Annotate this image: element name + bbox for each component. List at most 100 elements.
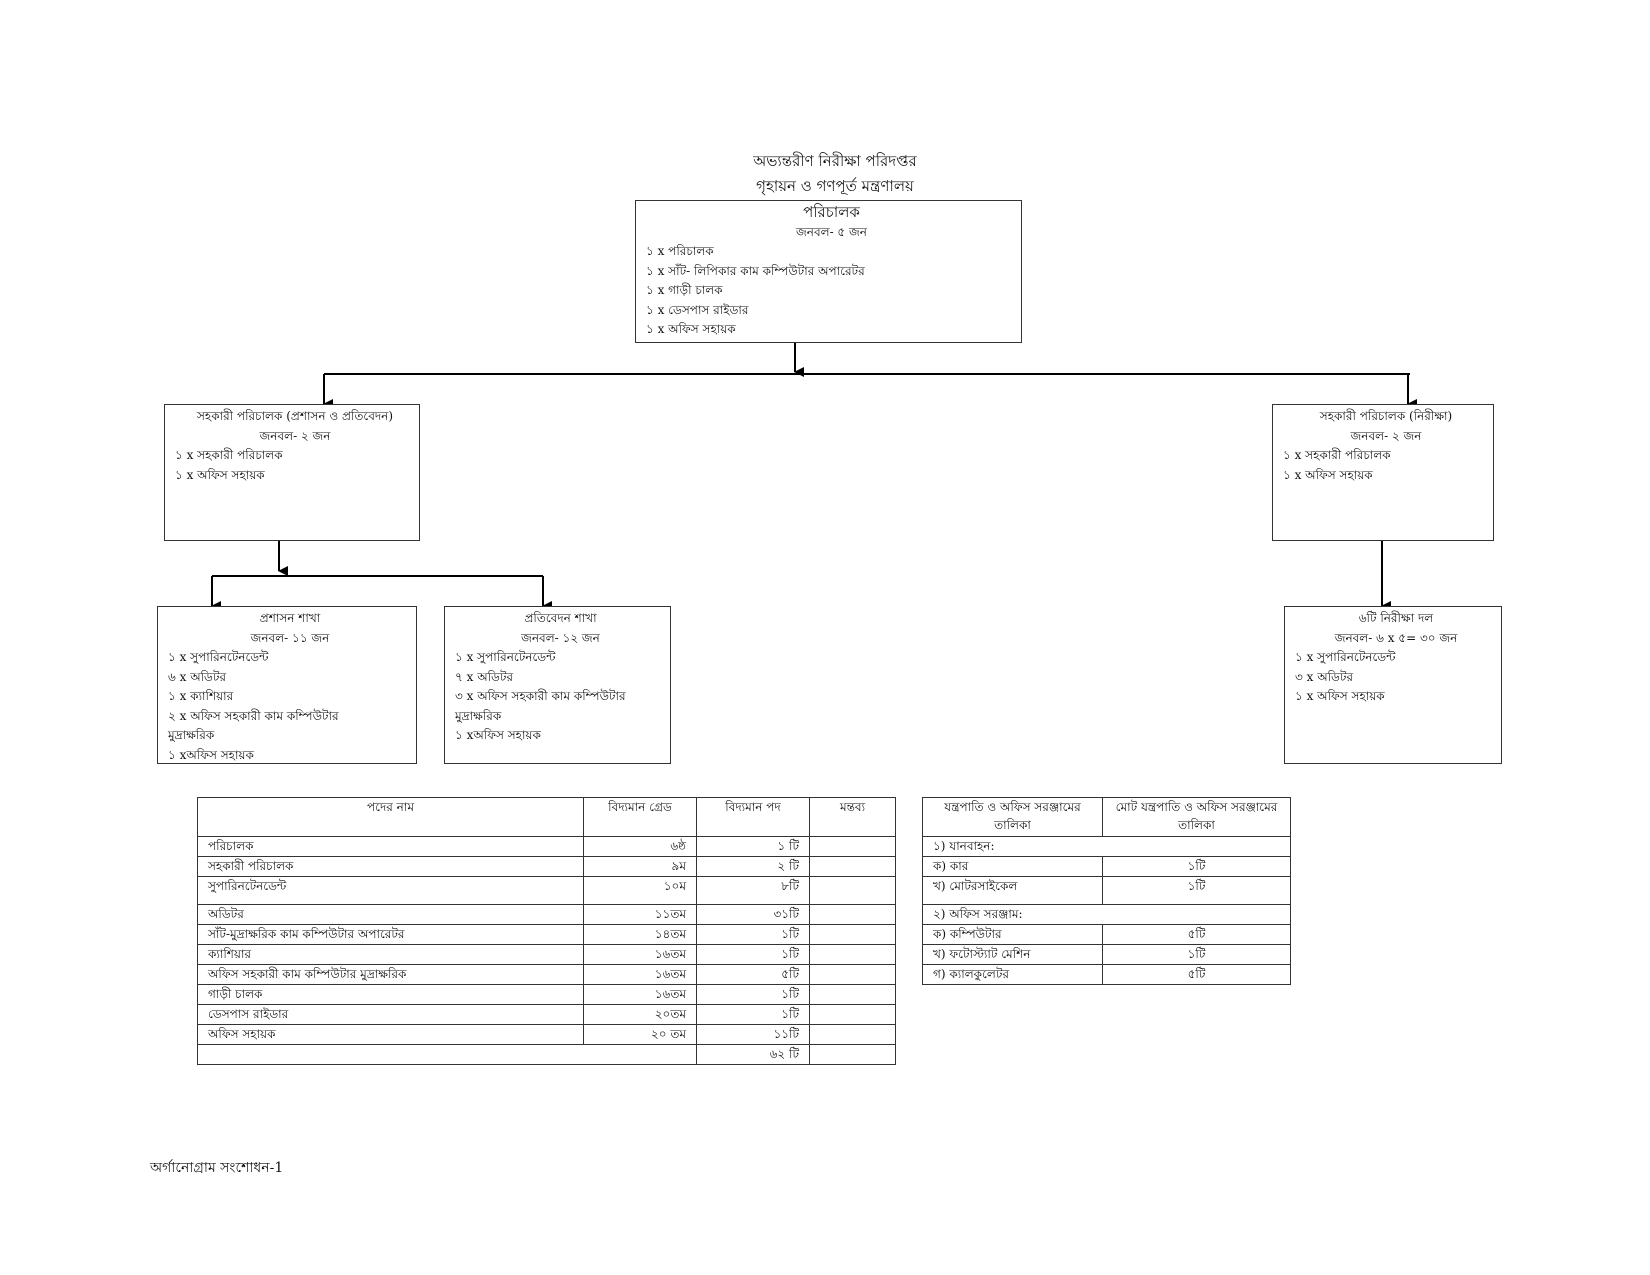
post-grade: ১৬তম: [583, 984, 697, 1005]
post-name: সুপারিনটেনডেন্ট: [197, 876, 584, 905]
equipment-name: খ) মোটরসাইকেল: [922, 876, 1103, 905]
equipment-group-row: ২) অফিস সরঞ্জাম:: [922, 904, 1291, 925]
audit-teams-item: ১ x অফিস সহায়ক: [1295, 689, 1385, 703]
equipment-count: ৫টি: [1102, 964, 1291, 985]
post-grade: ৬ষ্ঠ: [583, 836, 697, 857]
post-count: ১টি: [696, 944, 810, 965]
post-remark: [809, 1004, 896, 1025]
post-remark: [809, 856, 896, 877]
post-grade: ৯ম: [583, 856, 697, 877]
report-branch-item: ৭ x অডিটর: [455, 669, 513, 684]
admin-branch-item: ১ xঅফিস সহায়ক: [168, 747, 254, 762]
equipment-name: খ) ফটোস্ট্যাট মেশিন: [922, 944, 1103, 965]
posts-header-remark: মন্তব্য: [809, 797, 896, 837]
post-grade: ১৬তম: [583, 964, 697, 985]
table-row: গ) ক্যালকুলেটর ৫টি: [922, 964, 1291, 985]
equipment-header-total: মোট যন্ত্রপাতি ও অফিস সরঞ্জামের তালিকা: [1102, 797, 1291, 837]
posts-total-count: ৬২ টি: [696, 1044, 810, 1065]
post-count: ১টি: [696, 984, 810, 1005]
table-row: গাড়ী চালক ১৬তম ১টি: [197, 984, 896, 1005]
director-item: ১ x পরিচালক: [646, 244, 714, 258]
equipment-count: ১টি: [1102, 856, 1291, 877]
post-remark: [809, 984, 896, 1005]
posts-header-name: পদের নাম: [197, 797, 584, 837]
post-remark: [809, 836, 896, 857]
ad-audit-manpower: জনবল- ২ জন: [1350, 428, 1422, 443]
equipment-group-label: ১) যানবাহন:: [922, 836, 1291, 857]
table-row: ক্যাশিয়ার ১৬তম ১টি: [197, 944, 896, 965]
ad-admin-box: সহকারী পরিচালক (প্রশাসন ও প্রতিবেদন) জনব…: [164, 404, 420, 541]
post-name: পরিচালক: [197, 836, 584, 857]
equipment-table-header: যন্ত্রপাতি ও অফিস সরঞ্জামের তালিকা মোট য…: [922, 797, 1291, 837]
post-grade: ১১তম: [583, 904, 697, 925]
table-row: সহকারী পরিচালক ৯ম ২ টি: [197, 856, 896, 877]
equipment-group-label: ২) অফিস সরঞ্জাম:: [922, 904, 1291, 925]
posts-total-remark: [809, 1044, 896, 1065]
post-remark: [809, 924, 896, 945]
posts-header-grade: বিদ্যমান গ্রেড: [583, 797, 697, 837]
admin-branch-item: ১ x ক্যাশিয়ার: [168, 689, 234, 703]
posts-table-header: পদের নাম বিদ্যমান গ্রেড বিদ্যমান পদ মন্ত…: [197, 797, 896, 837]
report-branch-box: প্রতিবেদন শাখা জনবল- ১২ জন ১ x সুপারিনটে…: [444, 606, 671, 764]
post-grade: ২০তম: [583, 1004, 697, 1025]
director-manpower: জনবল- ৫ জন: [796, 224, 867, 239]
ad-audit-box: সহকারী পরিচালক (নিরীক্ষা) জনবল- ২ জন ১ x…: [1272, 404, 1494, 541]
admin-branch-item: ২ x অফিস সহকারী কাম কম্পিউটার মুদ্রাক্ষর…: [168, 708, 339, 743]
table-row: পরিচালক ৬ষ্ঠ ১ টি: [197, 836, 896, 857]
ministry-title: গৃহায়ন ও গণপূর্ত মন্ত্রণালয়: [756, 177, 914, 195]
audit-teams-item: ১ x সুপারিনটেনডেন্ট: [1295, 650, 1396, 664]
admin-branch-title: প্রশাসন শাখা: [259, 611, 321, 625]
post-count: ১টি: [696, 924, 810, 945]
ad-audit-item: ১ x সহকারী পরিচালক: [1283, 448, 1391, 462]
post-name: সাঁট-মুদ্রাক্ষরিক কাম কম্পিউটার অপারেটর: [197, 924, 584, 945]
table-row: অডিটর ১১তম ৩১টি: [197, 904, 896, 925]
post-count: ৫টি: [696, 964, 810, 985]
post-grade: ২০ তম: [583, 1024, 697, 1045]
post-remark: [809, 904, 896, 925]
director-title: পরিচালক: [803, 203, 860, 221]
equipment-group-row: ১) যানবাহন:: [922, 836, 1291, 857]
director-item: ১ x সাঁট- লিপিকার কাম কম্পিউটার অপারেটর: [646, 263, 865, 278]
equipment-name: ক) কম্পিউটার: [922, 924, 1103, 945]
post-name: অফিস সহায়ক: [197, 1024, 584, 1045]
director-item: ১ x অফিস সহায়ক: [646, 322, 736, 336]
post-name: সহকারী পরিচালক: [197, 856, 584, 877]
table-row: সুপারিনটেনডেন্ট ১০ম ৮টি: [197, 876, 896, 905]
equipment-name: গ) ক্যালকুলেটর: [922, 964, 1103, 985]
report-branch-manpower: জনবল- ১২ জন: [521, 630, 600, 645]
admin-branch-box: প্রশাসন শাখা জনবল- ১১ জন ১ x সুপারিনটেনড…: [157, 606, 417, 764]
post-count: ১টি: [696, 1004, 810, 1025]
post-count: ৩১টি: [696, 904, 810, 925]
table-row: ক) কার ১টি: [922, 856, 1291, 877]
posts-header-count: বিদ্যমান পদ: [696, 797, 810, 837]
post-name: গাড়ী চালক: [197, 984, 584, 1005]
post-remark: [809, 964, 896, 985]
equipment-count: ৫টি: [1102, 924, 1291, 945]
report-branch-item: ৩ x অফিস সহকারী কাম কম্পিউটার মুদ্রাক্ষর…: [455, 689, 626, 723]
table-row: খ) মোটরসাইকেল ১টি: [922, 876, 1291, 905]
director-item: ১ x ডেসপাস রাইডার: [646, 302, 749, 317]
posts-table: পদের নাম বিদ্যমান গ্রেড বিদ্যমান পদ মন্ত…: [197, 797, 896, 1065]
admin-branch-item: ৬ x অডিটর: [168, 669, 226, 684]
director-item: ১ x গাড়ী চালক: [646, 283, 723, 297]
footer-note: অর্গানোগ্রাম সংশোধন-1: [150, 1160, 284, 1176]
admin-branch-manpower: জনবল- ১১ জন: [250, 630, 330, 645]
table-row: অফিস সহায়ক ২০ তম ১১টি: [197, 1024, 896, 1045]
post-name: ক্যাশিয়ার: [197, 944, 584, 965]
equipment-name: ক) কার: [922, 856, 1103, 877]
ad-admin-title: সহকারী পরিচালক (প্রশাসন ও প্রতিবেদন): [196, 409, 394, 423]
ad-admin-item: ১ x অফিস সহায়ক: [175, 467, 265, 482]
ad-admin-manpower: জনবল- ২ জন: [259, 428, 331, 443]
equipment-count: ১টি: [1102, 944, 1291, 965]
admin-branch-item: ১ x সুপারিনটেনডেন্ট: [168, 650, 269, 664]
table-row: সাঁট-মুদ্রাক্ষরিক কাম কম্পিউটার অপারেটর …: [197, 924, 896, 945]
post-grade: ১৪তম: [583, 924, 697, 945]
post-count: ৮টি: [696, 876, 810, 905]
post-remark: [809, 1024, 896, 1045]
table-row: ক) কম্পিউটার ৫টি: [922, 924, 1291, 945]
post-grade: ১০ম: [583, 876, 697, 905]
ad-admin-item: ১ x সহকারী পরিচালক: [175, 448, 283, 462]
ad-audit-title: সহকারী পরিচালক (নিরীক্ষা): [1319, 409, 1453, 423]
post-name: অডিটর: [197, 904, 584, 925]
